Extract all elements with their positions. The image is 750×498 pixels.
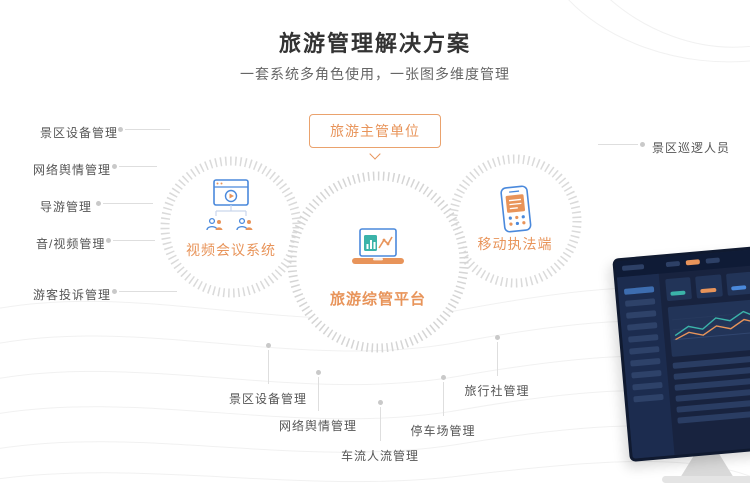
page-subtitle: 一套系统多角色使用，一张图多维度管理 <box>240 66 510 82</box>
leader-line <box>380 407 381 441</box>
leader-line <box>318 377 319 411</box>
leader-line <box>125 129 170 130</box>
topbar-chip <box>621 264 645 271</box>
table-row <box>674 377 750 391</box>
node-label-mobile-enforcement: 移动执法端 <box>477 236 553 252</box>
authority-box: 旅游主管单位 <box>309 114 441 148</box>
leader-dot <box>316 370 321 375</box>
stat-card <box>665 277 693 302</box>
label-left-equipment: 景区设备管理 <box>40 126 119 140</box>
leader-dot <box>118 127 123 132</box>
stat-card <box>725 271 750 296</box>
label-bottom-traffic: 车流人流管理 <box>340 449 420 463</box>
dashboard-monitor <box>612 246 750 498</box>
leader-dot <box>266 343 271 348</box>
page-title: 旅游管理解决方案 <box>278 31 471 56</box>
sidebar-row <box>630 357 661 367</box>
label-left-opinion: 网络舆情管理 <box>33 163 112 177</box>
label-bottom-agency: 旅行社管理 <box>464 384 530 398</box>
sidebar-row <box>628 334 659 343</box>
label-bottom-opinion: 网络舆情管理 <box>278 419 358 433</box>
topbar-chip <box>665 260 681 268</box>
node-label-platform: 旅游综管平台 <box>329 291 426 308</box>
label-left-av: 音/视频管理 <box>36 237 106 251</box>
leader-dot <box>106 238 111 243</box>
platform-laptop-icon <box>352 228 404 264</box>
sidebar-row <box>631 369 662 379</box>
table-row <box>672 355 750 369</box>
leader-dot <box>112 289 117 294</box>
leader-line <box>268 350 269 384</box>
mobile-terminal-icon <box>500 185 532 233</box>
dashboard-table <box>672 355 750 424</box>
dashboard-chart-lines <box>671 310 750 341</box>
leader-dot <box>96 201 101 206</box>
down-arrow-icon <box>369 148 381 160</box>
sidebar-row <box>632 381 663 391</box>
table-row <box>676 399 750 413</box>
leader-dot <box>378 400 383 405</box>
table-row <box>677 410 750 424</box>
sidebar-row <box>629 346 660 355</box>
authority-label: 旅游主管单位 <box>330 123 420 139</box>
sidebar-row <box>623 286 655 295</box>
leader-line <box>103 203 153 204</box>
dashboard-chart <box>667 299 750 357</box>
ring-video-conference <box>160 156 302 298</box>
stat-card <box>695 274 723 299</box>
label-bottom-equipment: 景区设备管理 <box>228 392 308 406</box>
sidebar-row <box>627 322 658 331</box>
sidebar-row <box>625 310 657 319</box>
leader-line <box>113 240 155 241</box>
table-row <box>673 366 750 380</box>
monitor-base <box>662 476 750 483</box>
label-left-guide: 导游管理 <box>40 200 93 214</box>
leader-dot <box>441 375 446 380</box>
leader-dot <box>495 335 500 340</box>
sidebar-row <box>624 298 656 307</box>
leader-line <box>443 382 444 416</box>
label-bottom-parking: 停车场管理 <box>410 424 476 438</box>
dashboard-content <box>659 265 750 455</box>
dashboard-stat-row <box>665 271 750 302</box>
video-meeting-icon <box>206 179 253 231</box>
leader-dot <box>640 142 645 147</box>
label-left-complaint: 游客投诉管理 <box>33 288 112 302</box>
leader-line <box>119 166 157 167</box>
topbar-chip <box>685 259 701 266</box>
dashboard-screen <box>612 246 750 462</box>
leader-dot <box>112 164 117 169</box>
table-row <box>675 388 750 402</box>
sidebar-row <box>633 393 664 403</box>
leader-line <box>598 144 638 145</box>
leader-line <box>119 291 177 292</box>
topbar-chip <box>705 257 720 264</box>
leader-line <box>497 342 498 376</box>
node-label-video-conference: 视频会议系统 <box>186 242 276 258</box>
label-right-patrol: 景区巡逻人员 <box>652 141 731 155</box>
